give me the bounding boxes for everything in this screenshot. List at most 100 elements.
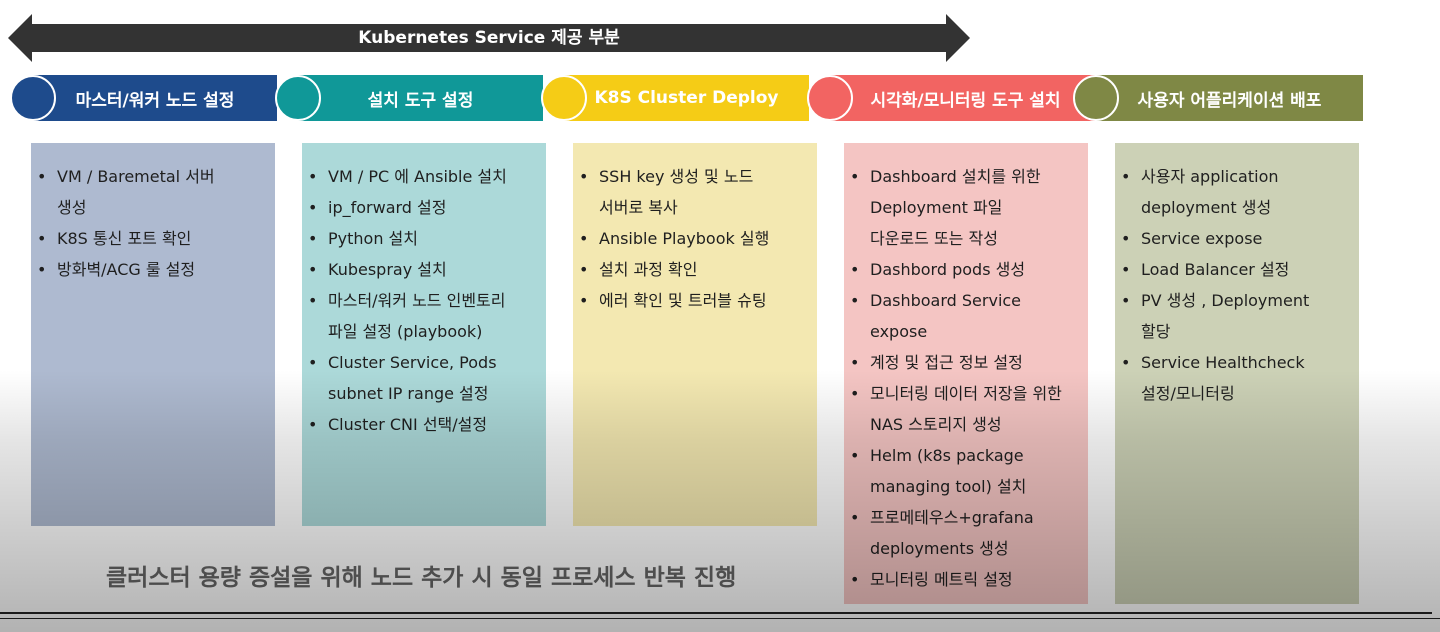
task-text: 모니터링 데이터 저장을 위한 — [870, 384, 1062, 403]
task-item: • VM / PC 에 Ansible 설치 — [308, 161, 538, 192]
task-text: 다운로드 또는 작성 — [870, 229, 998, 248]
bullet-icon: • — [308, 198, 318, 217]
stage-label: 설치 도구 설정 — [367, 90, 474, 111]
task-text: 계정 및 접근 정보 설정 — [870, 353, 1023, 372]
stage-detail-box: • VM / PC 에 Ansible 설치 • ip_forward 설정 •Pyth… — [302, 143, 546, 526]
stage-circle-icon — [1073, 75, 1119, 121]
task-text: deployment 생성 — [1141, 198, 1272, 217]
stage-app-deploy: 사용자 어플리케이션 배포 — [1096, 75, 1363, 121]
stage-monitoring-tools: 시각화/모니터링 도구 설치 — [830, 75, 1095, 121]
bullet-icon: • — [1121, 167, 1131, 186]
bullet-icon: • — [1121, 353, 1131, 372]
task-text: PV 생성 , Deployment — [1141, 291, 1310, 310]
task-text: Dashbord pods 생성 — [870, 260, 1026, 279]
task-text: subnet IP range 설정 — [328, 384, 489, 403]
task-text: 파일 설정 (playbook) — [328, 322, 483, 341]
task-text: expose — [870, 322, 928, 341]
task-item: •에러 확인 및 트러블 슈팅 — [579, 285, 809, 316]
service-scope-label: Kubernetes Service 제공 부분 — [358, 28, 620, 48]
bullet-icon: • — [850, 353, 860, 372]
task-item: • Load Balancer 설정 — [1121, 254, 1351, 285]
bullet-icon: • — [850, 446, 860, 465]
task-list: • 사용자 application deployment 생성 •Service ex… — [1121, 161, 1351, 409]
task-text: Service Healthcheck — [1141, 353, 1305, 372]
task-item: •Python 설치 — [308, 223, 538, 254]
task-text: 프로메테우스+grafana — [870, 508, 1034, 527]
stage-install-tools: 설치 도구 설정 — [298, 75, 543, 121]
task-item: • ip_forward 설정 — [308, 192, 538, 223]
bullet-icon: • — [850, 167, 860, 186]
bullet-icon: • — [850, 291, 860, 310]
task-text: Kubespray 설치 — [328, 260, 447, 279]
service-scope-arrow — [8, 14, 970, 62]
bullet-icon: • — [579, 260, 589, 279]
task-item: • Ansible Playbook 실행 — [579, 223, 809, 254]
stage-label: 시각화/모니터링 도구 설치 — [870, 90, 1061, 111]
task-item: •모니터링 메트릭 설정 — [850, 564, 1080, 595]
stage-label: 마스터/워커 노드 설정 — [75, 90, 235, 111]
bullet-icon: • — [308, 229, 318, 248]
task-item: •Kubespray 설치 — [308, 254, 538, 285]
task-text: 설치 과정 확인 — [599, 260, 698, 279]
task-item: • 계정 및 접근 정보 설정 — [850, 347, 1080, 378]
task-item: • Service Healthcheck 설정/모니터링 — [1121, 347, 1351, 409]
bullet-icon: • — [850, 570, 860, 589]
stage-detail-box: • 사용자 application deployment 생성 •Service ex… — [1115, 143, 1359, 604]
task-text: Helm (k8s package — [870, 446, 1024, 465]
task-item: • Dashbord pods 생성 — [850, 254, 1080, 285]
bullet-icon: • — [308, 415, 318, 434]
task-text: Cluster Service, Pods — [328, 353, 497, 372]
bullet-icon: • — [308, 291, 318, 310]
task-text: Load Balancer 설정 — [1141, 260, 1290, 279]
task-text: VM / Baremetal 서버 — [57, 167, 215, 186]
stage-label: 사용자 어플리케이션 배포 — [1137, 90, 1322, 111]
task-text: Cluster CNI 선택/설정 — [328, 415, 488, 434]
task-text: 생성 — [57, 198, 87, 217]
bullet-icon: • — [579, 291, 589, 310]
bullet-icon: • — [579, 229, 589, 248]
task-text: 할당 — [1141, 322, 1171, 341]
task-text: ip_forward 설정 — [328, 198, 447, 217]
task-text: VM / PC 에 Ansible 설치 — [328, 167, 507, 186]
task-text: SSH key 생성 및 노드 — [599, 167, 754, 186]
bullet-icon: • — [1121, 260, 1131, 279]
stage-master-worker-node: 마스터/워커 노드 설정 — [33, 75, 277, 121]
bullet-icon: • — [1121, 229, 1131, 248]
stage-circle-icon — [807, 75, 853, 121]
task-text: Deployment 파일 — [870, 198, 1003, 217]
stage-circle-icon — [10, 75, 56, 121]
task-text: 사용자 application — [1141, 167, 1279, 186]
task-text: 설정/모니터링 — [1141, 384, 1235, 403]
bullet-icon: • — [37, 229, 47, 248]
task-item: • 설치 과정 확인 — [579, 254, 809, 285]
bullet-icon: • — [579, 167, 589, 186]
bullet-icon: • — [37, 167, 47, 186]
task-item: •Service expose — [1121, 223, 1351, 254]
task-text: 방화벽/ACG 룰 설정 — [57, 260, 196, 279]
bullet-icon: • — [308, 167, 318, 186]
stage-label: K8S Cluster Deploy — [594, 88, 779, 108]
task-item: • Cluster CNI 선택/설정 — [308, 409, 538, 440]
task-text: NAS 스토리지 생성 — [870, 415, 1002, 434]
task-text: Ansible Playbook 실행 — [599, 229, 770, 248]
bullet-icon: • — [850, 260, 860, 279]
bottom-rule — [0, 612, 1432, 614]
stage-circle-icon — [541, 75, 587, 121]
bullet-icon: • — [850, 508, 860, 527]
task-text: K8S 통신 포트 확인 — [57, 229, 192, 248]
bullet-icon: • — [850, 384, 860, 403]
task-item: •방화벽/ACG 룰 설정 — [37, 254, 267, 285]
stage-cluster-deploy: K8S Cluster Deploy — [564, 75, 809, 121]
